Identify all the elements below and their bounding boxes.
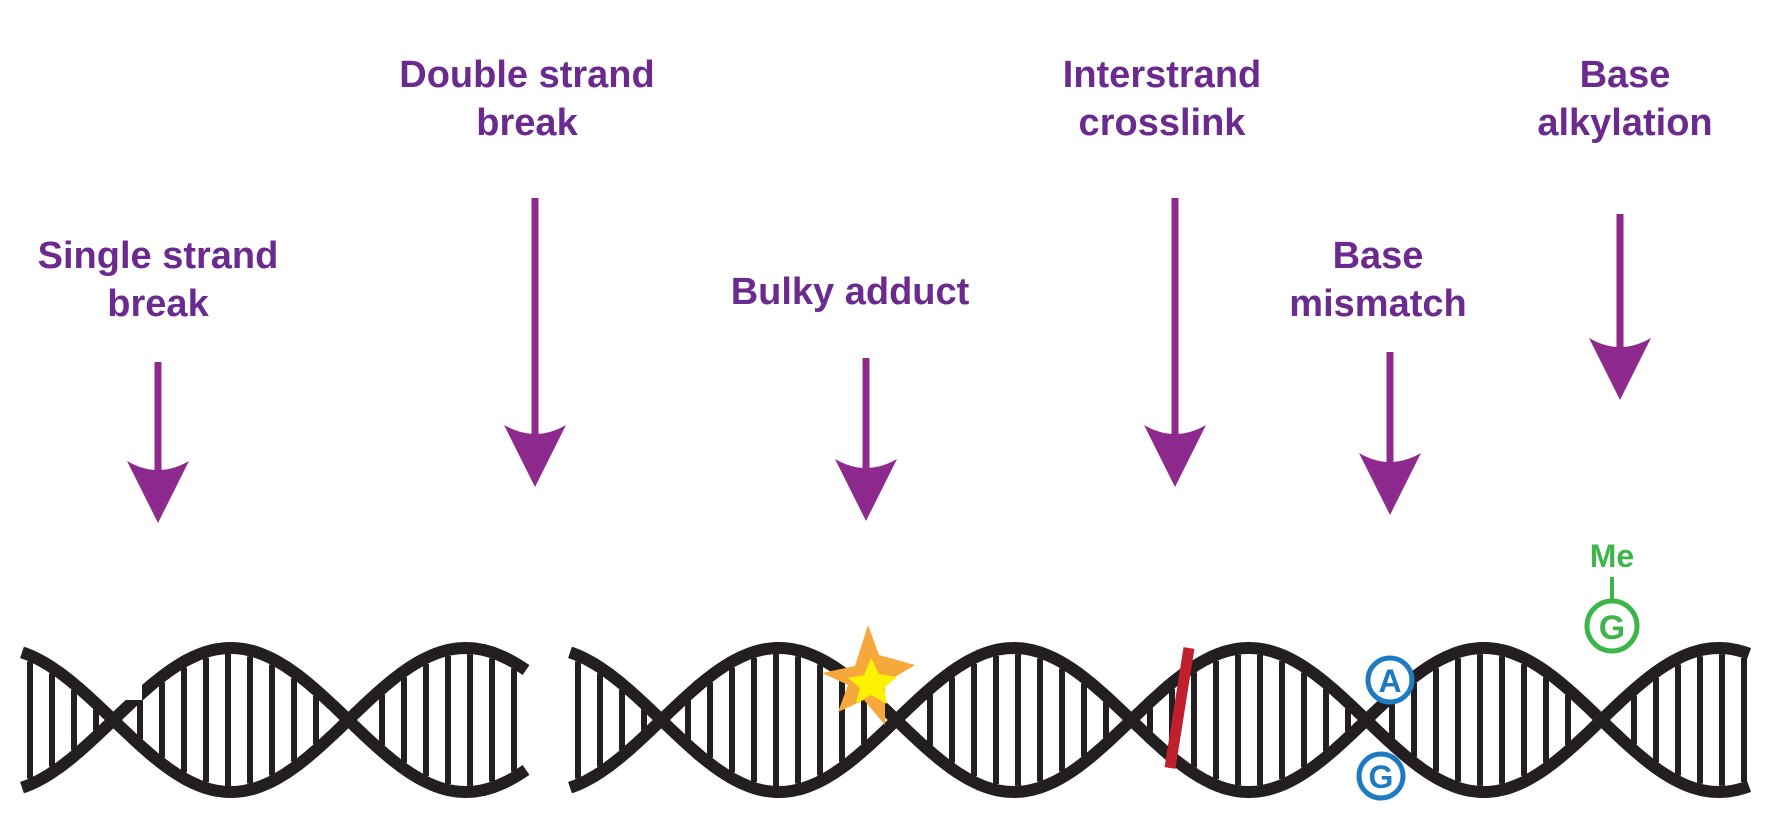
label-base-alkylation: Base alkylation [1537, 54, 1713, 144]
bulky-adduct-core-icon [848, 658, 897, 704]
arrow-base-mismatch [1359, 352, 1421, 515]
svg-text:A: A [1378, 663, 1401, 699]
helix-segment-right [568, 641, 1752, 799]
dna-helix-right [568, 641, 1752, 799]
arrow-single-strand-break [127, 362, 189, 523]
label-interstrand-crosslink: Interstrand crosslink [1062, 54, 1262, 144]
dna-strand [20, 641, 530, 798]
dna-strand [568, 641, 1752, 799]
arrow-interstrand-crosslink [1144, 198, 1206, 487]
label-single-strand-break: Single strand break [37, 235, 279, 325]
svg-text:G: G [1369, 759, 1394, 795]
alkylated-base-g: Me G [1584, 538, 1640, 654]
crosslink-bar [1164, 647, 1195, 769]
methyl-label: Me [1590, 538, 1634, 574]
mismatch-base-a: A [1365, 655, 1415, 705]
helix-segment-left [20, 641, 530, 799]
svg-text:G: G [1599, 609, 1625, 647]
dna-strand [20, 642, 530, 799]
single-strand-nick [126, 640, 142, 700]
dna-helix-left [20, 640, 530, 799]
label-base-mismatch: Base mismatch [1289, 235, 1467, 325]
dna-strand [568, 641, 1752, 799]
arrow-base-alkylation [1589, 214, 1651, 400]
arrows [127, 198, 1651, 523]
label-double-strand-break: Double strand break [399, 54, 655, 144]
mismatch-base-g: G [1356, 751, 1406, 801]
label-bulky-adduct: Bulky adduct [730, 271, 970, 313]
arrow-bulky-adduct [835, 358, 897, 521]
arrow-double-strand-break [504, 198, 566, 487]
